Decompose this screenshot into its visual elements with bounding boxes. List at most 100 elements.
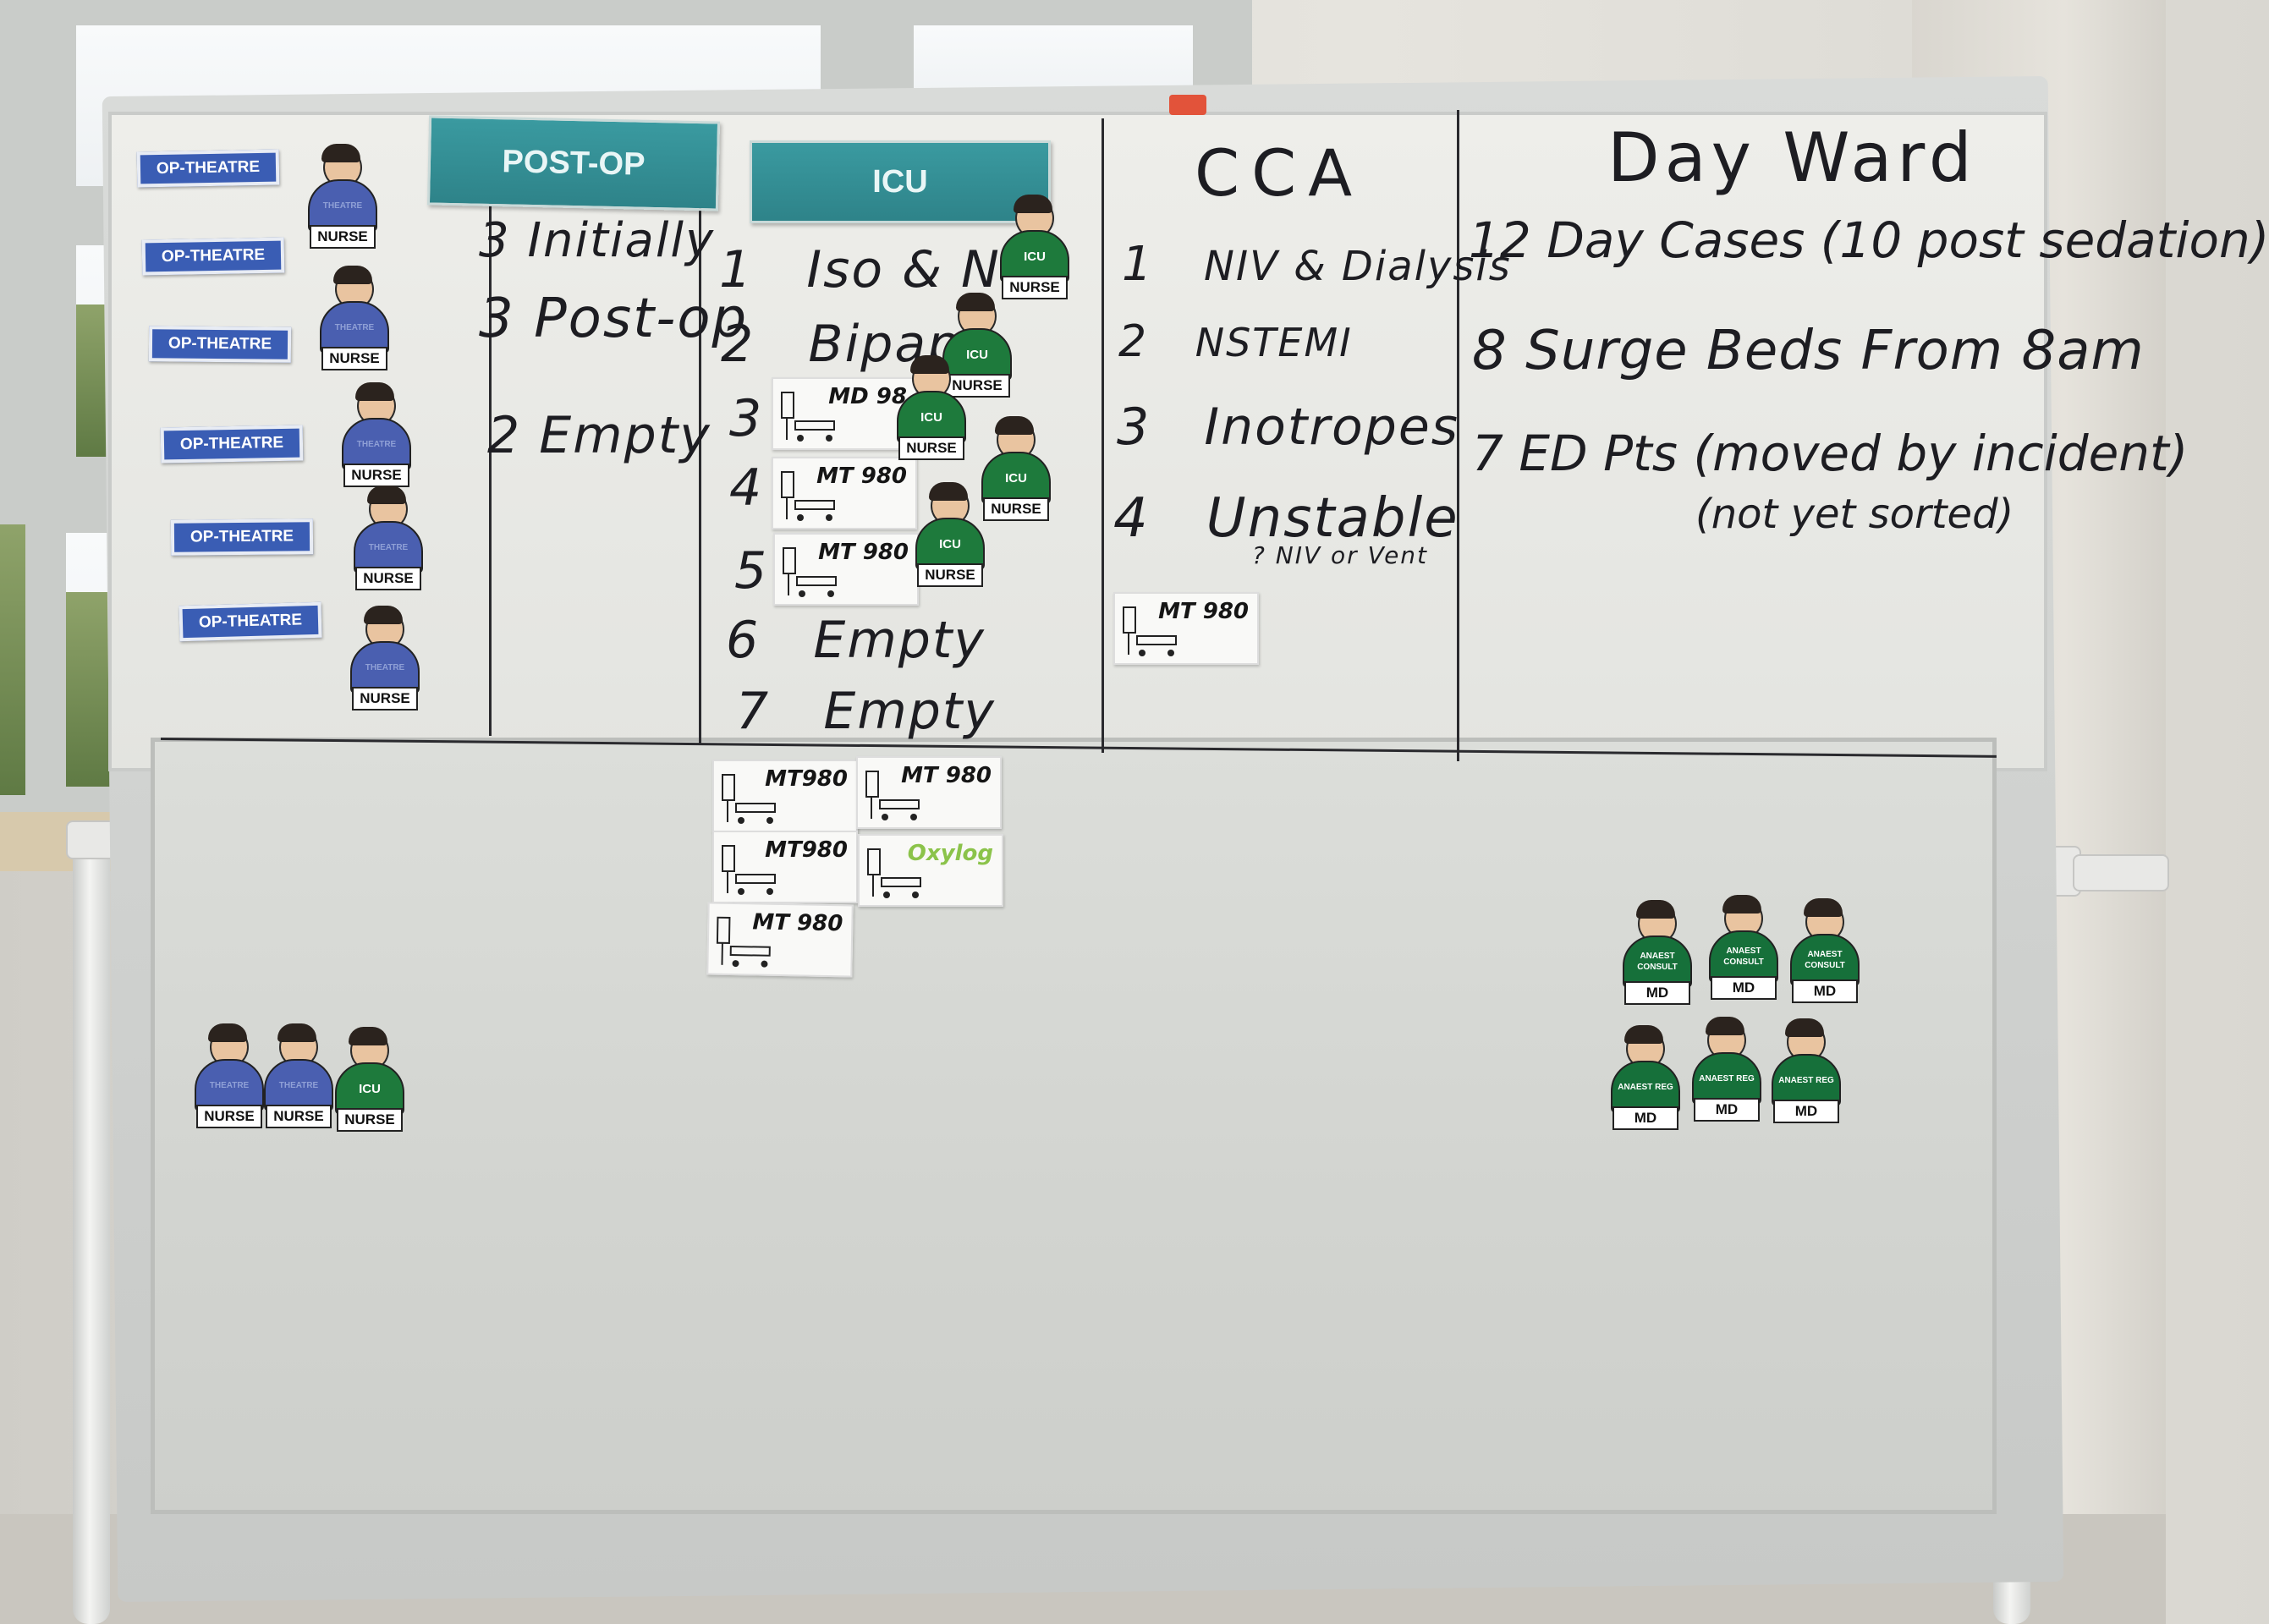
op-theatre-tag: OP-THEATRE xyxy=(141,237,285,276)
bed-num: 7 xyxy=(736,682,771,741)
note-text: Post-op xyxy=(534,288,749,350)
magnet-body: ANAEST REG xyxy=(1772,1054,1841,1106)
nurse-label: NURSE xyxy=(337,1108,403,1132)
nurse-label: NURSE xyxy=(196,1105,262,1128)
magnet-hair xyxy=(367,486,406,504)
ventilator-card[interactable]: MT 980 xyxy=(773,533,919,606)
magnet-hair xyxy=(364,606,403,624)
day-ward-note: 12 Day Cases (10 post sedation) xyxy=(1469,211,2269,269)
nurse-label: NURSE xyxy=(1002,276,1068,299)
icu-nurse-magnet[interactable]: ICU NURSE xyxy=(978,416,1051,523)
anaest-reg-magnet[interactable]: ANAEST REG MD xyxy=(1607,1025,1680,1132)
magnet-body: THEATRE xyxy=(264,1059,333,1111)
column-divider xyxy=(1457,110,1459,761)
icu-nurse-magnet[interactable]: ICU NURSE xyxy=(939,293,1012,399)
anaest-reg-magnet[interactable]: ANAEST REG MD xyxy=(1689,1017,1761,1123)
ventilator-card[interactable]: MT980 xyxy=(712,831,858,903)
post-op-note: 3 Initially xyxy=(479,213,715,268)
magnet-body: ICU xyxy=(335,1062,404,1115)
bed-text: Unstable xyxy=(1206,487,1459,550)
magnet-hair xyxy=(277,1023,316,1042)
ventilator-bed-icon xyxy=(722,774,776,824)
theatre-nurse-magnet[interactable]: THEATRE NURSE xyxy=(347,606,420,712)
op-theatre-tag: OP-THEATRE xyxy=(170,518,314,556)
cca-bed-row: 3 Inotropes xyxy=(1117,398,1459,457)
icu-bed-row: 5 xyxy=(734,541,769,601)
magnet-body: ANAEST REG xyxy=(1692,1052,1761,1105)
column-divider xyxy=(1102,118,1104,753)
equipment-label: MT 980 xyxy=(1158,599,1249,624)
magnet-body: THEATRE xyxy=(308,179,377,232)
cca-bed-row: 1 NIV & Dialysis xyxy=(1122,237,1512,292)
magnet-hair xyxy=(1636,900,1675,919)
day-ward-note: 8 Surge Beds From 8am xyxy=(1472,320,2145,382)
ventilator-bed-icon xyxy=(1123,606,1177,656)
icu-bed-row: 6 Empty xyxy=(726,611,986,670)
post-op-header: POST-OP xyxy=(426,115,721,211)
md-label: MD xyxy=(1612,1106,1678,1130)
magnet-body: THEATRE xyxy=(195,1059,264,1111)
equipment-label: MT 980 xyxy=(901,763,992,788)
red-pin xyxy=(1169,95,1206,115)
oxylog-card[interactable]: Oxylog xyxy=(858,834,1003,907)
ventilator-card[interactable]: MT 980 xyxy=(772,457,917,529)
bed-num: 1 xyxy=(1122,237,1154,292)
nurse-label: NURSE xyxy=(266,1105,332,1128)
md-label: MD xyxy=(1792,979,1858,1003)
bed-num: 3 xyxy=(1117,398,1151,457)
theatre-nurse-magnet[interactable]: THEATRE NURSE xyxy=(305,144,377,250)
note-text: Initially xyxy=(527,213,716,268)
bed-num: 2 xyxy=(721,315,755,374)
magnet-body: ICU xyxy=(1000,230,1069,283)
ventilator-card[interactable]: MD 98 xyxy=(772,377,917,450)
cca-bed-subnote: ? NIV or Vent xyxy=(1252,541,1429,569)
equipment-label: MT 980 xyxy=(818,540,909,565)
magnet-hair xyxy=(1785,1018,1824,1037)
bed-num: 4 xyxy=(1113,487,1150,550)
icu-nurse-magnet[interactable]: ICU NURSE xyxy=(997,195,1069,301)
ventilator-bed-icon xyxy=(716,916,771,968)
op-theatre-tag: OP-THEATRE xyxy=(136,149,280,188)
bed-num: 1 xyxy=(719,240,754,299)
equipment-label: Oxylog xyxy=(907,841,993,866)
magnet-hair xyxy=(1722,895,1761,914)
note-num: 3 xyxy=(479,213,511,268)
theatre-nurse-magnet[interactable]: THEATRE NURSE xyxy=(261,1023,333,1130)
theatre-nurse-magnet[interactable]: THEATRE NURSE xyxy=(338,382,411,489)
bed-text: Inotropes xyxy=(1204,398,1459,457)
op-theatre-tag: OP-THEATRE xyxy=(148,326,292,363)
ventilator-card[interactable]: MT 980 xyxy=(706,902,854,978)
ventilator-card[interactable]: MT 980 xyxy=(856,756,1002,829)
cca-bed-row: 4 Unstable xyxy=(1113,487,1459,550)
day-ward-note: (not yet sorted) xyxy=(1695,491,2014,538)
bed-text: NIV & Dialysis xyxy=(1204,243,1512,290)
anaest-consult-magnet[interactable]: ANAEST CONSULT MD xyxy=(1787,898,1860,1005)
ventilator-card[interactable]: MT 980 xyxy=(1113,592,1259,665)
stand-handle-right xyxy=(2073,854,2169,892)
anaest-consult-magnet[interactable]: ANAEST CONSULT MD xyxy=(1706,895,1778,1001)
whiteboard-upper xyxy=(108,112,2047,771)
magnet-body: ANAEST CONSULT xyxy=(1623,935,1692,988)
magnet-hair xyxy=(349,1027,387,1045)
ventilator-bed-icon xyxy=(722,845,776,895)
theatre-nurse-magnet[interactable]: THEATRE NURSE xyxy=(316,266,389,372)
magnet-hair xyxy=(1624,1025,1663,1044)
magnet-body: ICU xyxy=(981,452,1051,504)
nurse-label: NURSE xyxy=(343,464,409,487)
magnet-body: THEATRE xyxy=(354,521,423,573)
note-text: Empty xyxy=(539,406,711,465)
theatre-nurse-magnet[interactable]: THEATRE NURSE xyxy=(350,486,423,592)
icu-bed-row: 3 xyxy=(729,389,764,448)
magnet-body: ANAEST REG xyxy=(1611,1061,1680,1113)
nurse-label: NURSE xyxy=(983,497,1049,521)
icu-nurse-magnet[interactable]: ICU NURSE xyxy=(912,482,985,589)
icu-nurse-magnet[interactable]: ICU NURSE xyxy=(893,355,966,462)
anaest-consult-magnet[interactable]: ANAEST CONSULT MD xyxy=(1619,900,1692,1007)
magnet-hair xyxy=(929,482,968,501)
anaest-reg-magnet[interactable]: ANAEST REG MD xyxy=(1768,1018,1841,1125)
icu-nurse-magnet[interactable]: ICU NURSE xyxy=(332,1027,404,1133)
magnet-body: THEATRE xyxy=(342,418,411,470)
post-op-note: 3 Post-op xyxy=(479,288,748,350)
theatre-nurse-magnet[interactable]: THEATRE NURSE xyxy=(191,1023,264,1130)
ventilator-card[interactable]: MT980 xyxy=(712,760,858,832)
